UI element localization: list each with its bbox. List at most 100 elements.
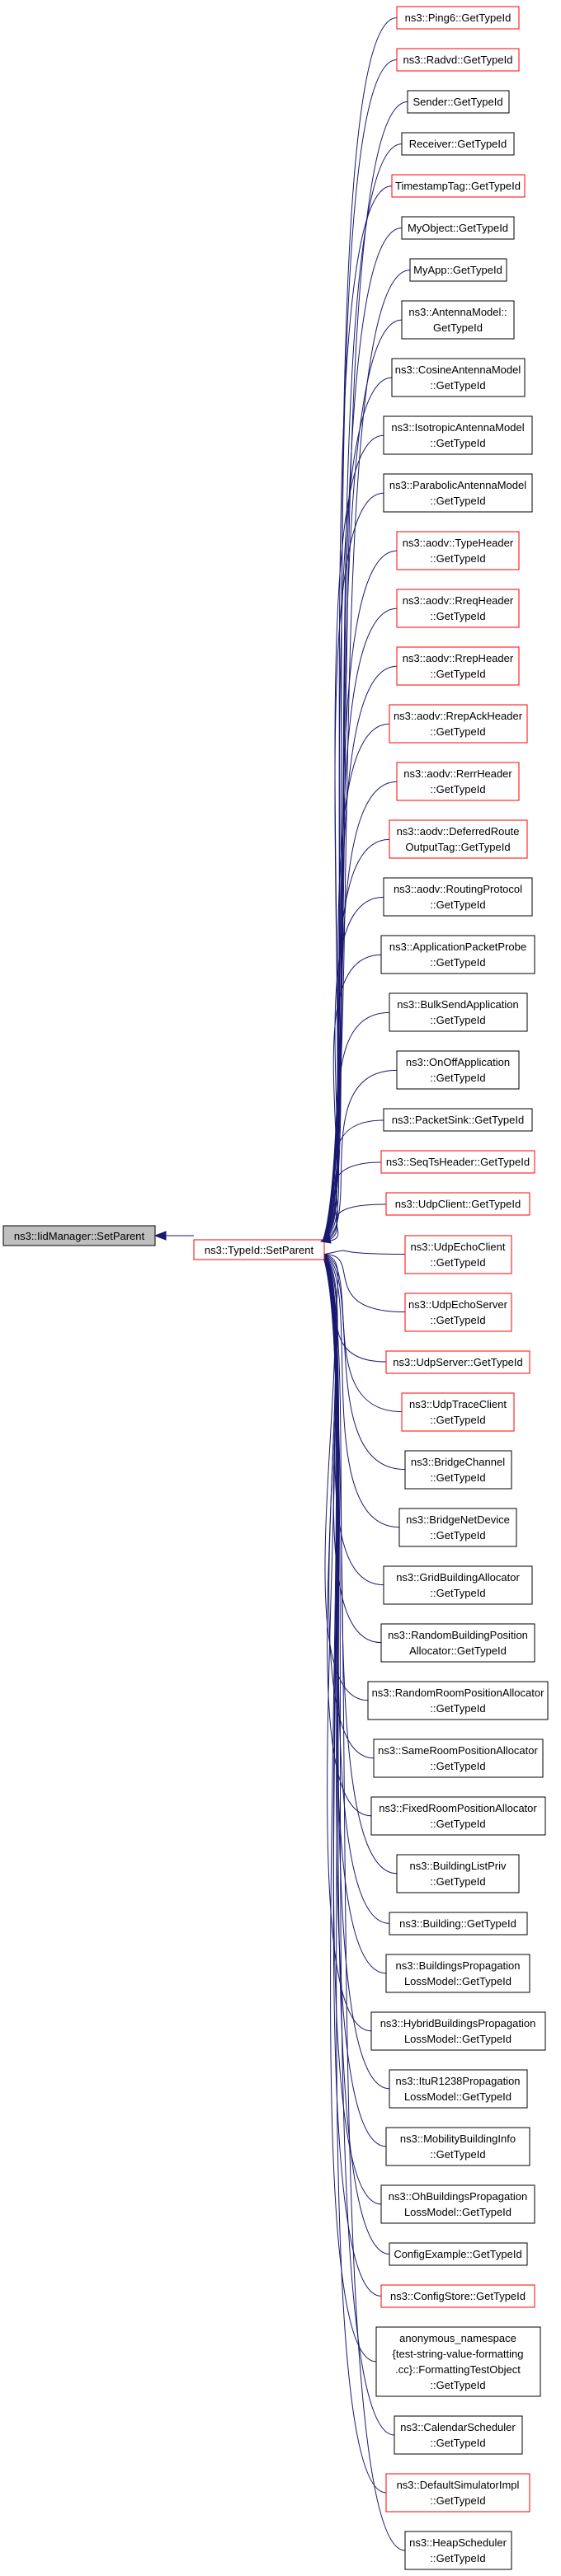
hub-node-label: ns3::TypeId::SetParent — [205, 1244, 314, 1256]
caller-node[interactable]: ns3::ParabolicAntennaModel::GetTypeId — [383, 473, 533, 513]
caller-node-label-line: .cc}::FormattingTestObject — [395, 2363, 521, 2376]
caller-node[interactable]: ns3::Radvd::GetTypeId — [396, 48, 520, 72]
caller-node[interactable]: ns3::FixedRoomPositionAllocator::GetType… — [370, 1796, 546, 1836]
caller-node[interactable]: MyApp::GetTypeId — [409, 258, 507, 282]
caller-node-label: ns3::CosineAntennaModel::GetTypeId — [395, 364, 521, 392]
caller-node[interactable]: ns3::ApplicationPacketProbe::GetTypeId — [380, 935, 535, 974]
caller-node-label-line: LossModel::GetTypeId — [404, 2033, 512, 2045]
caller-node[interactable]: ns3::aodv::RreqHeader::GetTypeId — [396, 589, 520, 628]
caller-node[interactable]: ns3::ConfigStore::GetTypeId — [380, 2284, 535, 2308]
caller-node[interactable]: ns3::BuildingListPriv::GetTypeId — [396, 1854, 520, 1893]
caller-node[interactable]: ns3::Ping6::GetTypeId — [396, 6, 520, 30]
call-edge — [322, 1254, 400, 1528]
caller-node[interactable]: anonymous_namespace{test-string-value-fo… — [375, 2326, 541, 2397]
caller-node[interactable]: ns3::IsotropicAntennaModel::GetTypeId — [383, 415, 533, 455]
caller-node[interactable]: ns3::aodv::RrepAckHeader::GetTypeId — [389, 704, 528, 744]
caller-node[interactable]: ns3::UdpTraceClient::GetTypeId — [401, 1392, 515, 1432]
caller-node-label-line: ns3::ParabolicAntennaModel — [389, 479, 526, 491]
caller-node-box — [404, 1235, 512, 1274]
caller-node-label-line: ::GetTypeId — [430, 725, 485, 738]
caller-node[interactable]: ns3::UdpEchoServer::GetTypeId — [404, 1293, 512, 1332]
caller-node-label-line: OutputTag::GetTypeId — [405, 841, 510, 853]
caller-node[interactable]: ns3::aodv::RrepHeader::GetTypeId — [396, 646, 520, 686]
caller-node[interactable]: ns3::BulkSendApplication::GetTypeId — [389, 992, 528, 1032]
caller-node[interactable]: ns3::AntennaModel::GetTypeId — [401, 300, 515, 340]
caller-node-box — [389, 819, 528, 859]
caller-node-label-line: ::GetTypeId — [430, 1314, 485, 1326]
caller-node-box — [396, 646, 520, 686]
caller-node-label-line: ::GetTypeId — [430, 495, 485, 507]
caller-node[interactable]: ns3::GridBuildingAllocator::GetTypeId — [383, 1565, 533, 1605]
call-edge — [322, 1011, 390, 1242]
call-edge — [322, 492, 384, 1242]
caller-node[interactable]: ns3::SeqTsHeader::GetTypeId — [380, 1150, 535, 1174]
caller-node[interactable]: ns3::RandomRoomPositionAllocator::GetTyp… — [367, 1681, 549, 1720]
caller-node-box — [370, 1796, 546, 1836]
caller-node[interactable]: TimestampTag::GetTypeId — [391, 174, 526, 198]
caller-node[interactable]: ns3::aodv::TypeHeader::GetTypeId — [396, 531, 520, 570]
caller-node-label-line: ns3::aodv::RrepHeader — [403, 652, 514, 664]
caller-node-box — [407, 90, 510, 114]
caller-node[interactable]: MyObject::GetTypeId — [401, 216, 515, 240]
caller-node-label-line: Receiver::GetTypeId — [409, 138, 507, 150]
caller-node-box — [385, 2473, 530, 2513]
caller-node[interactable]: ns3::UdpEchoClient::GetTypeId — [404, 1235, 512, 1274]
caller-node[interactable]: ns3::OnOffApplication::GetTypeId — [396, 1050, 520, 1090]
caller-node[interactable]: Sender::GetTypeId — [407, 90, 510, 114]
caller-node-label-line: ::GetTypeId — [430, 1256, 485, 1269]
caller-node-label: Receiver::GetTypeId — [409, 138, 507, 150]
caller-node[interactable]: Receiver::GetTypeId — [401, 132, 515, 156]
caller-node-label-line: ns3::BridgeNetDevice — [406, 1513, 510, 1526]
caller-node-box — [389, 2242, 528, 2266]
caller-node-label-line: ns3::CalendarScheduler — [400, 2421, 516, 2433]
caller-node[interactable]: ConfigExample::GetTypeId — [389, 2242, 528, 2266]
call-edge — [322, 1254, 406, 1471]
caller-node[interactable]: ns3::aodv::RerrHeader::GetTypeId — [396, 762, 520, 801]
caller-node-label-line: LossModel::GetTypeId — [404, 2206, 512, 2218]
caller-node[interactable]: ns3::SameRoomPositionAllocator::GetTypeI… — [373, 1738, 544, 1778]
root-arrowhead — [153, 1231, 167, 1241]
caller-node-label-line: ns3::aodv::DeferredRoute — [397, 825, 520, 838]
hub-node[interactable]: ns3::TypeId::SetParent — [193, 1239, 325, 1260]
caller-node[interactable]: ns3::CosineAntennaModel::GetTypeId — [391, 358, 526, 397]
caller-node-label: ns3::FixedRoomPositionAllocator::GetType… — [379, 1802, 537, 1830]
caller-node-label: ns3::UdpTraceClient::GetTypeId — [409, 1398, 507, 1426]
caller-node-label-line: ::GetTypeId — [430, 668, 485, 680]
caller-node-box — [380, 2284, 535, 2308]
caller-node-label-line: ns3::FixedRoomPositionAllocator — [379, 1802, 537, 1814]
caller-node-label-line: ::GetTypeId — [430, 437, 485, 449]
caller-node-box — [383, 877, 533, 917]
caller-node-box — [396, 6, 520, 30]
caller-node[interactable]: ns3::HeapScheduler::GetTypeId — [404, 2531, 512, 2570]
caller-node[interactable]: ns3::Building::GetTypeId — [389, 1912, 528, 1936]
caller-node[interactable]: ns3::UdpClient::GetTypeId — [385, 1192, 530, 1216]
caller-node[interactable]: ns3::MobilityBuildingInfo::GetTypeId — [385, 2127, 530, 2166]
caller-node[interactable]: ns3::BridgeNetDevice::GetTypeId — [398, 1508, 517, 1547]
caller-node-label: ns3::BridgeNetDevice::GetTypeId — [406, 1513, 510, 1541]
caller-node[interactable]: ns3::aodv::RoutingProtocol::GetTypeId — [383, 877, 533, 917]
caller-node-label: ns3::aodv::TypeHeader::GetTypeId — [403, 537, 514, 565]
caller-node-label-line: ::GetTypeId — [430, 1014, 485, 1026]
caller-node-label: ns3::AntennaModel::GetTypeId — [408, 306, 507, 334]
caller-node[interactable]: ns3::BridgeChannel::GetTypeId — [404, 1450, 512, 1490]
caller-node-label-line: ns3::Building::GetTypeId — [399, 1917, 516, 1930]
caller-node-label: ns3::OnOffApplication::GetTypeId — [406, 1056, 510, 1084]
caller-node-box — [396, 48, 520, 72]
root-node-label: ns3::IidManager::SetParent — [14, 1230, 145, 1242]
caller-node-label-line: ns3::Radvd::GetTypeId — [403, 54, 513, 66]
caller-node-label-line: {test-string-value-formatting — [393, 2348, 524, 2360]
caller-node-label: ns3::UdpEchoServer::GetTypeId — [408, 1298, 508, 1326]
caller-node[interactable]: ns3::UdpServer::GetTypeId — [385, 1350, 530, 1374]
caller-node[interactable]: ns3::CalendarScheduler::GetTypeId — [394, 2415, 523, 2455]
caller-node-box — [401, 216, 515, 240]
caller-node[interactable]: ns3::DefaultSimulatorImpl::GetTypeId — [385, 2473, 530, 2513]
caller-node-box — [373, 1738, 544, 1778]
root-node[interactable]: ns3::IidManager::SetParent — [2, 1225, 156, 1246]
caller-node[interactable]: ns3::PacketSink::GetTypeId — [383, 1108, 533, 1132]
